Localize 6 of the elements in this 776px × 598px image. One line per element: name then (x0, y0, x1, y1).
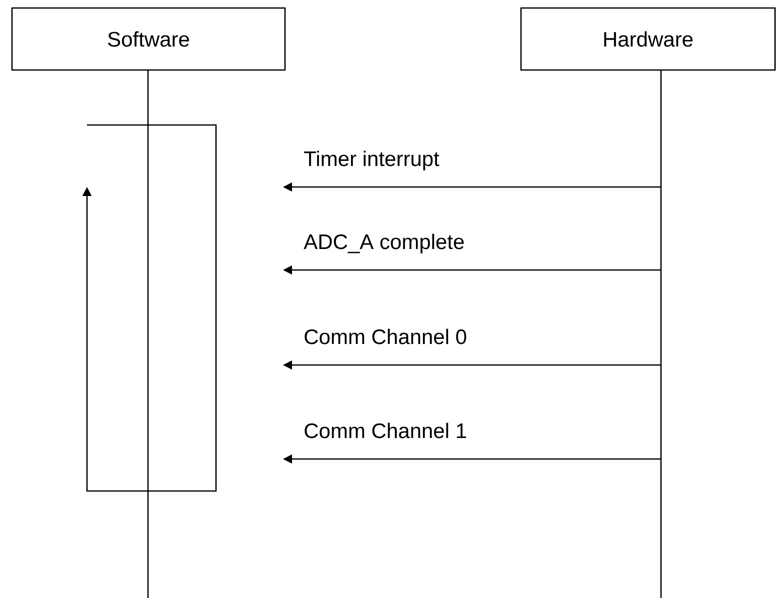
lifeline-box: Hardware (520, 7, 776, 71)
edge-label: Comm Channel 0 (304, 328, 466, 344)
edge-label: ADC_A complete (304, 234, 464, 254)
edge-label: Timer interrupt (304, 150, 440, 170)
lifeline-box: Software (11, 7, 286, 71)
edge-label: Comm Channel 1 (304, 422, 466, 438)
